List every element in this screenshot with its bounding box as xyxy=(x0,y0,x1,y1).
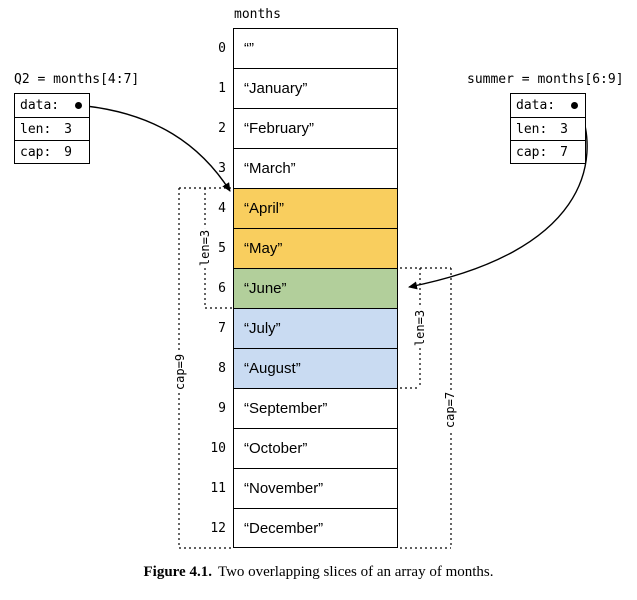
slice-field-row: data: xyxy=(511,94,585,117)
summer-slice-box: data: len: 3 cap: 7 xyxy=(510,93,586,164)
slice-field-label: cap: xyxy=(516,144,548,160)
slice-field-row: data: xyxy=(15,94,89,117)
array-cell: “September” xyxy=(233,388,398,428)
array-cell: “February” xyxy=(233,108,398,148)
q2-slice-title: Q2 = months[4:7] xyxy=(14,72,140,87)
array-cell: “May” xyxy=(233,228,398,268)
array-row: 2 “February” xyxy=(200,108,398,148)
q2-cap-bracket-label: cap=9 xyxy=(173,351,187,393)
array-cell: “October” xyxy=(233,428,398,468)
array-index-label: 1 xyxy=(218,80,226,96)
array-index-label: 11 xyxy=(210,480,226,496)
q2-len-bracket-label: len=3 xyxy=(198,227,212,269)
array-index-label: 10 xyxy=(210,440,226,456)
array-row: 0 “” xyxy=(200,28,398,68)
slice-field-label: len: xyxy=(20,121,52,137)
array-title: months xyxy=(234,7,281,22)
array-cell: “” xyxy=(233,28,398,68)
array-row: 1 “January” xyxy=(200,68,398,108)
array-cell: “June” xyxy=(233,268,398,308)
figure-caption-text: Two overlapping slices of an array of mo… xyxy=(217,564,494,580)
array-index-label: 9 xyxy=(218,400,226,416)
array-row: 5 “May” xyxy=(200,228,398,268)
slice-field-label: data: xyxy=(20,98,60,113)
array-row: 9 “September” xyxy=(200,388,398,428)
slice-field-value: 9 xyxy=(64,144,72,160)
array-index-label: 6 xyxy=(218,280,226,296)
array-row: 7 “July” xyxy=(200,308,398,348)
summer-slice-title: summer = months[6:9] xyxy=(467,72,624,87)
slice-field-value: 3 xyxy=(64,121,72,137)
array-cell: “August” xyxy=(233,348,398,388)
array-row: 6 “June” xyxy=(200,268,398,308)
slice-field-label: cap: xyxy=(20,144,52,160)
array-cell: “January” xyxy=(233,68,398,108)
array-cell: “November” xyxy=(233,468,398,508)
array-index-label: 12 xyxy=(210,520,226,536)
figure-caption: Figure 4.1. Two overlapping slices of an … xyxy=(0,564,637,581)
slice-field-row: len: 3 xyxy=(511,117,585,140)
slice-field-row: cap: 7 xyxy=(511,140,585,163)
slice-field-value: 3 xyxy=(560,121,568,137)
array-row: 3 “March” xyxy=(200,148,398,188)
array-cell: “July” xyxy=(233,308,398,348)
slice-field-value: 7 xyxy=(560,144,568,160)
summer-len-bracket-label: len=3 xyxy=(413,307,427,349)
array-index-label: 4 xyxy=(218,200,226,216)
array-index-label: 8 xyxy=(218,360,226,376)
array-row: 10 “October” xyxy=(200,428,398,468)
array-row: 8 “August” xyxy=(200,348,398,388)
months-array: 0 “” 1 “January” 2 “February” 3 “March” 4 “April”… xyxy=(200,28,398,548)
array-index-label: 2 xyxy=(218,120,226,136)
array-row: 11 “November” xyxy=(200,468,398,508)
q2-slice-box: data: len: 3 cap: 9 xyxy=(14,93,90,164)
summer-cap-bracket-label: cap=7 xyxy=(443,389,457,431)
array-index-label: 0 xyxy=(218,40,226,56)
array-index-label: 3 xyxy=(218,160,226,176)
slice-field-row: len: 3 xyxy=(15,117,89,140)
array-row: 12 “December” xyxy=(200,508,398,548)
array-row: 4 “April” xyxy=(200,188,398,228)
slice-field-row: cap: 9 xyxy=(15,140,89,163)
array-index-label: 7 xyxy=(218,320,226,336)
slice-field-label: len: xyxy=(516,121,548,137)
array-cell: “April” xyxy=(233,188,398,228)
pointer-dot xyxy=(75,102,82,109)
array-cell: “March” xyxy=(233,148,398,188)
array-cell: “December” xyxy=(233,508,398,548)
array-index-label: 5 xyxy=(218,240,226,256)
figure-number: Figure 4.1. xyxy=(143,564,212,580)
pointer-dot xyxy=(571,102,578,109)
slice-field-label: data: xyxy=(516,98,556,113)
